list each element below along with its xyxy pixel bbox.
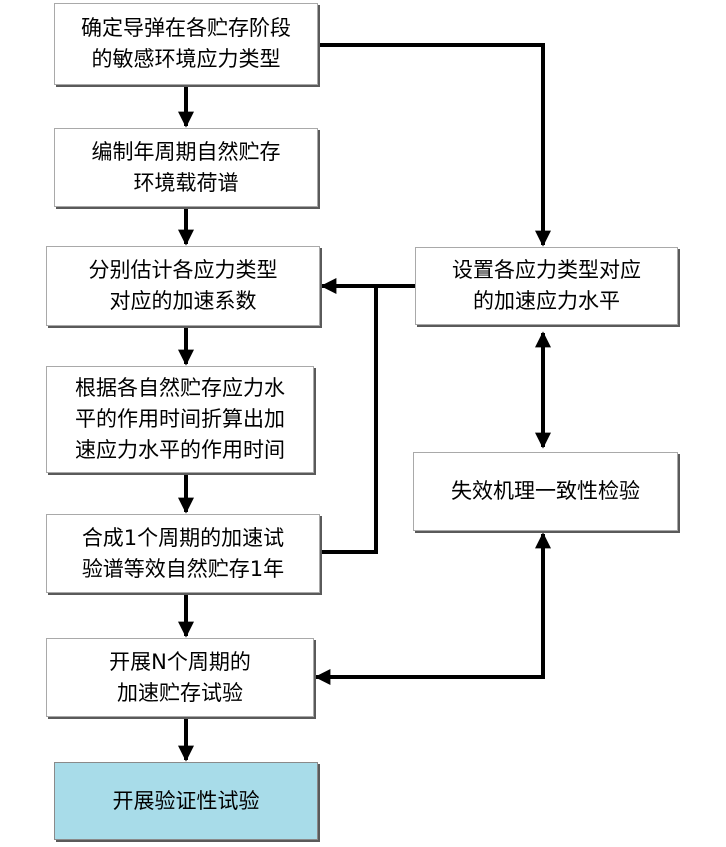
node-text-line: 加速贮存试验 <box>117 680 243 705</box>
node-convert-action-time: 根据各自然贮存应力水 平的作用时间折算出加 速应力水平的作用时间 <box>46 366 314 473</box>
node-synthesize-test-spectrum: 合成1个周期的加速试 验谱等效自然贮存1年 <box>46 514 320 593</box>
node-text-line: 的加速应力水平 <box>473 289 620 313</box>
node-text-line: 速应力水平的作用时间 <box>75 438 285 462</box>
node-text-line: 开展N个周期的 <box>109 649 251 674</box>
node-text-line: 合成1个周期的加速试 <box>81 525 285 550</box>
node-identify-stress-types: 确定导弹在各贮存阶段 的敏感环境应力类型 <box>54 3 318 85</box>
node-compile-load-spectrum: 编制年周期自然贮存 环境载荷谱 <box>54 128 318 207</box>
node-failure-mechanism-check: 失效机理一致性检验 <box>413 452 678 531</box>
node-text-line: 的敏感环境应力类型 <box>91 47 281 71</box>
node-text-line: 环境载荷谱 <box>133 170 239 195</box>
node-accelerated-storage-test: 开展N个周期的 加速贮存试验 <box>46 638 314 717</box>
node-verification-test: 开展验证性试验 <box>54 762 318 840</box>
node-text-line: 平的作用时间折算出加 <box>75 407 285 431</box>
node-text-line: 失效机理一致性检验 <box>451 479 640 503</box>
connector-n5-to-r1 <box>322 286 378 554</box>
node-text-line: 根据各自然贮存应力水 <box>75 376 285 400</box>
node-text-line: 开展验证性试验 <box>112 788 260 813</box>
node-text-line: 确定导弹在各贮存阶段 <box>81 16 291 40</box>
node-text-line: 设置各应力类型对应 <box>452 258 641 282</box>
node-text-line: 对应的加速系数 <box>109 289 257 313</box>
node-set-stress-levels: 设置各应力类型对应 的加速应力水平 <box>415 247 678 325</box>
arrow-n1-to-r1 <box>318 43 551 247</box>
node-text-line: 编制年周期自然贮存 <box>91 139 281 164</box>
node-text-line: 验谱等效自然贮存1年 <box>81 556 285 581</box>
node-estimate-acceleration-factors: 分别估计各应力类型 对应的加速系数 <box>46 246 320 326</box>
arrow-r2-n6-bidirectional <box>314 532 551 685</box>
node-text-line: 分别估计各应力类型 <box>88 258 278 282</box>
